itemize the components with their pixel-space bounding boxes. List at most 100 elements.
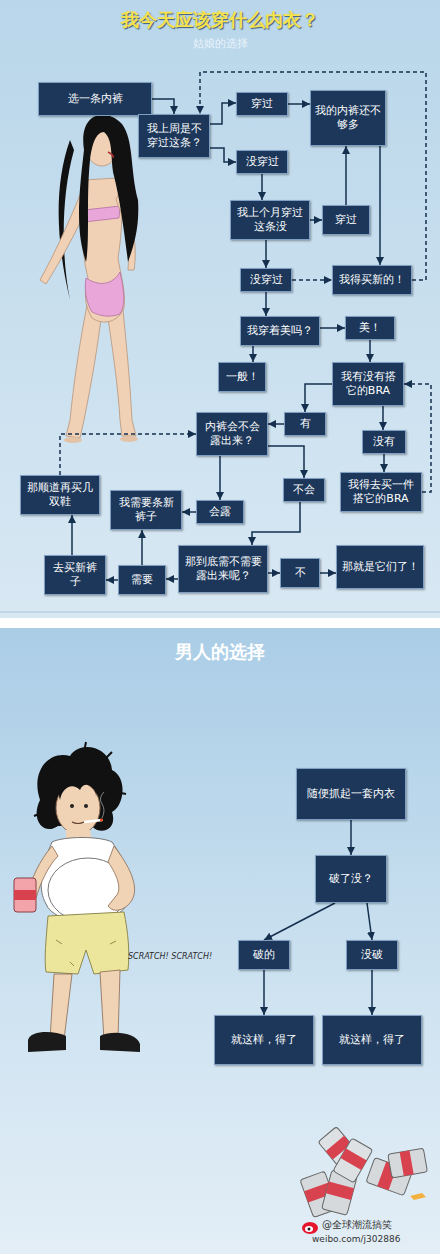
process-box: 内裤会不会露出来？ — [196, 412, 268, 456]
beer-cans — [300, 1127, 427, 1218]
process-box: 穿过 — [236, 92, 288, 116]
flow-arrow — [261, 174, 263, 200]
box-text: 我上个月穿过这条没 — [235, 206, 305, 234]
process-box: 没穿过 — [236, 150, 288, 174]
flow-arrow — [367, 903, 372, 940]
flow-arrow — [264, 903, 335, 940]
process-box: 我穿着美吗？ — [240, 316, 320, 346]
box-text: 我穿着美吗？ — [247, 324, 313, 338]
box-text: 我需要条新裤子 — [115, 496, 177, 524]
flow-arrow — [152, 99, 174, 114]
box-text: 需要 — [131, 573, 153, 587]
box-text: 穿过 — [251, 97, 273, 111]
flow-arrow — [350, 820, 352, 855]
woman-figure — [40, 115, 138, 443]
process-box: 我的内裤还不够多 — [310, 90, 386, 146]
flow-arrow — [268, 446, 304, 478]
box-text: 没穿过 — [250, 273, 283, 287]
flow-arrow — [268, 572, 280, 574]
box-text: 没破 — [361, 948, 383, 962]
flow-arrow — [141, 530, 143, 565]
box-text: 会露 — [209, 505, 231, 519]
process-box: 破了没？ — [315, 855, 387, 903]
box-text: 破了没？ — [329, 872, 373, 886]
process-box: 那顺道再买几双鞋 — [20, 475, 100, 515]
process-box: 就这样，得了 — [214, 1015, 314, 1065]
flow-arrow — [60, 434, 196, 475]
flow-arrow — [263, 970, 265, 1015]
flow-arrow — [71, 515, 73, 555]
box-text: 那顺道再买几双鞋 — [25, 481, 95, 509]
process-box: 没穿过 — [240, 268, 292, 292]
process-box: 我得去买一件搭它的BRA — [340, 472, 422, 512]
flow-arrow — [200, 72, 426, 280]
process-box: 去买新裤子 — [44, 555, 106, 595]
process-box: 我上周是不穿过这条？ — [138, 114, 210, 158]
process-box: 破的 — [238, 940, 290, 970]
box-text: 那到底需不需要露出来呢？ — [183, 555, 263, 583]
process-box: 没破 — [346, 940, 398, 970]
box-text: 内裤会不会露出来？ — [201, 420, 263, 448]
process-box: 我得买新的！ — [332, 265, 412, 295]
flow-arrow — [166, 578, 178, 580]
flow-arrow — [379, 146, 381, 265]
process-box: 不 — [280, 558, 320, 588]
flow-arrow — [252, 502, 300, 545]
flow-arrow — [382, 406, 384, 430]
flow-arrow — [210, 148, 236, 162]
flow-arrow — [268, 423, 284, 425]
box-text: 我上周是不穿过这条？ — [143, 122, 205, 150]
flow-arrow — [106, 579, 118, 581]
flow-arrow — [182, 511, 196, 513]
process-box: 就这样，得了 — [322, 1015, 422, 1065]
note-label: @全球潮流搞笑 — [322, 1218, 438, 1232]
note-label: SCRATCH! SCRATCH! — [128, 952, 198, 961]
box-text: 不 — [295, 566, 306, 580]
man-figure — [14, 742, 140, 1052]
process-box: 随便抓起一套内衣 — [296, 768, 406, 820]
flow-arrow — [219, 456, 221, 500]
weibo-logo — [302, 1222, 318, 1234]
box-text: 没穿过 — [246, 155, 279, 169]
process-box: 那到底需不需要露出来呢？ — [178, 545, 268, 593]
process-box: 穿过 — [322, 205, 370, 235]
flow-arrow — [345, 146, 347, 205]
process-box: 没有 — [362, 430, 406, 454]
flow-arrow — [305, 384, 332, 412]
title: 我今天应该穿什么内衣？ — [0, 8, 440, 32]
panel-edge — [0, 612, 440, 613]
process-box: 选一条内裤 — [38, 82, 152, 116]
flow-arrow — [265, 292, 267, 316]
note-label: 姑娘的选择 — [0, 36, 440, 51]
box-text: 我得买新的！ — [339, 273, 405, 287]
note-label: weibo.com/j302886 — [312, 1234, 436, 1244]
box-text: 没有 — [373, 435, 395, 449]
process-box: 需要 — [118, 565, 166, 595]
box-text: 我有没有搭它的BRA — [337, 370, 399, 398]
flow-arrow — [320, 327, 345, 329]
box-text: 就这样，得了 — [231, 1033, 297, 1047]
box-text: 选一条内裤 — [68, 92, 123, 106]
bottom-panel — [0, 628, 440, 1254]
box-text: 我得去买一件搭它的BRA — [345, 478, 417, 506]
box-text: 穿过 — [335, 213, 357, 227]
box-text: 就这样，得了 — [339, 1033, 405, 1047]
process-box: 美！ — [345, 316, 395, 340]
process-box: 那就是它们了！ — [336, 545, 424, 589]
flow-arrow — [371, 970, 373, 1015]
box-text: 不会 — [293, 483, 315, 497]
flow-arrow — [210, 103, 236, 124]
process-box: 有 — [284, 412, 326, 436]
process-box: 我有没有搭它的BRA — [332, 362, 404, 406]
flow-arrow — [265, 240, 267, 268]
box-text: 破的 — [253, 948, 275, 962]
process-box: 我需要条新裤子 — [110, 490, 182, 530]
top-panel — [0, 0, 440, 618]
box-text: 一般！ — [226, 370, 259, 384]
process-box: 我上个月穿过这条没 — [230, 200, 310, 240]
box-text: 美！ — [359, 321, 381, 335]
box-text: 随便抓起一套内衣 — [307, 787, 395, 801]
flow-arrow — [383, 454, 385, 472]
